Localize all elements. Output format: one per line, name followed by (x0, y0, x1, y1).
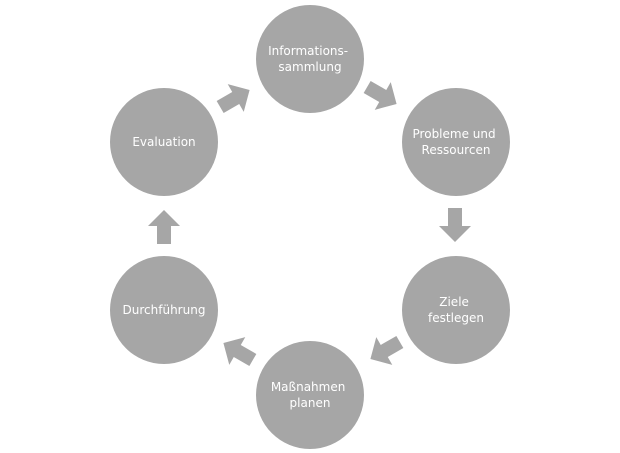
node-ziele-festlegen: Ziele festlegen (402, 256, 510, 364)
node-label-line: Ziele (439, 295, 469, 309)
node-label-line: Informations- (268, 44, 348, 58)
node-label-line: Ressourcen (422, 143, 491, 157)
node-label-line: festlegen (428, 311, 484, 325)
node-ziele-festlegen-label: Ziele festlegen (428, 295, 484, 325)
arrow-evaluation-to-informationssammlung-icon (216, 84, 250, 114)
node-evaluation-label: Evaluation (132, 135, 195, 149)
node-informationssammlung: Informations- sammlung (256, 5, 364, 113)
node-probleme-und-ressourcen-label: Probleme und Ressourcen (413, 127, 500, 157)
node-evaluation-circle (110, 88, 218, 196)
node-label-line: planen (290, 396, 331, 410)
node-label-line: Evaluation (132, 135, 195, 149)
arrow-informationssammlung-to-probleme-und-ressourcen-icon (363, 80, 397, 110)
node-informationssammlung-circle (256, 5, 364, 113)
arrow-massnahmen-planen-to-durchfuehrung-icon (223, 337, 257, 367)
node-probleme-und-ressourcen-circle (402, 88, 510, 196)
node-label-line: Maßnahmen (271, 380, 346, 394)
node-massnahmen-planen-circle (256, 341, 364, 449)
node-durchfuehrung: Durchführung (110, 256, 218, 364)
node-probleme-und-ressourcen: Probleme und Ressourcen (402, 88, 510, 196)
node-evaluation: Evaluation (110, 88, 218, 196)
node-massnahmen-planen-label: Maßnahmen planen (271, 380, 349, 410)
arrow-probleme-und-ressourcen-to-ziele-festlegen-icon (439, 208, 471, 242)
node-massnahmen-planen: Maßnahmen planen (256, 341, 364, 449)
node-label-line: sammlung (278, 60, 341, 74)
arrow-ziele-festlegen-to-massnahmen-planen-icon (370, 335, 404, 365)
arrow-durchfuehrung-to-evaluation-icon (148, 210, 180, 244)
node-durchfuehrung-circle (110, 256, 218, 364)
node-label-line: Durchführung (123, 303, 206, 317)
node-ziele-festlegen-circle (402, 256, 510, 364)
node-informationssammlung-label: Informations- sammlung (268, 44, 352, 74)
node-label-line: Probleme und (413, 127, 496, 141)
node-durchfuehrung-label: Durchführung (123, 303, 206, 317)
